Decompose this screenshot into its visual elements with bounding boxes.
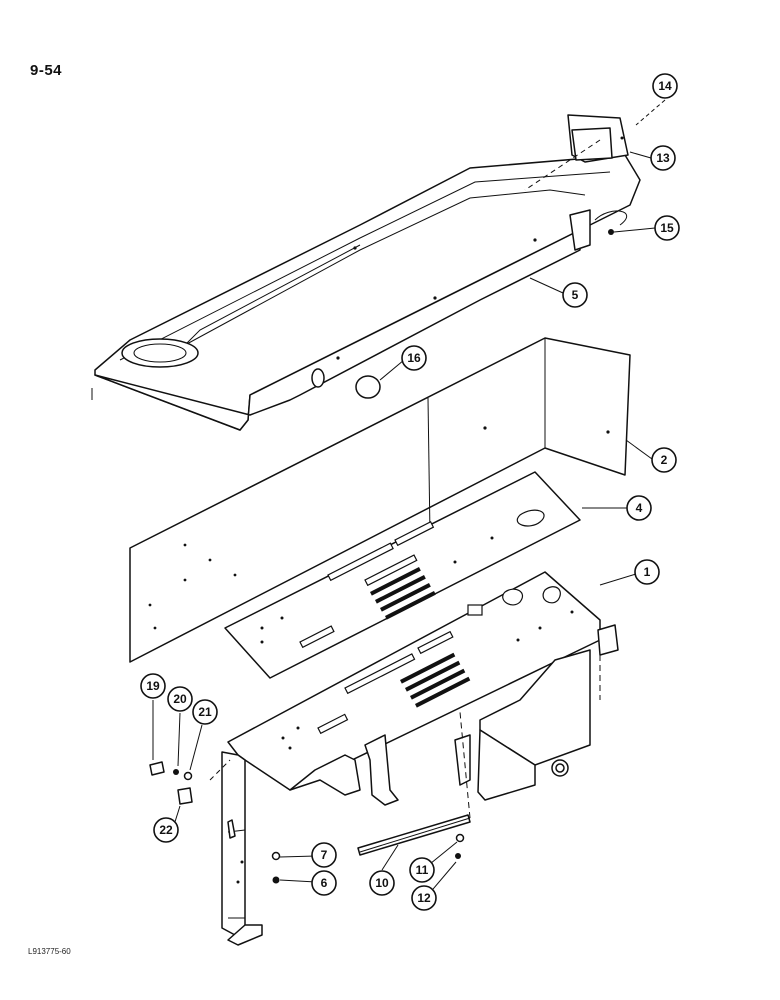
part-16-plug xyxy=(355,375,381,399)
part-1-main-panel xyxy=(221,571,619,946)
part-4-slots xyxy=(369,567,436,620)
svg-text:21: 21 xyxy=(198,705,212,719)
svg-text:19: 19 xyxy=(146,679,160,693)
svg-text:5: 5 xyxy=(572,288,579,302)
callout-7: 7 xyxy=(311,842,337,868)
callout-10: 10 xyxy=(369,870,395,896)
svg-text:15: 15 xyxy=(660,221,674,235)
svg-text:12: 12 xyxy=(417,891,431,905)
svg-text:6: 6 xyxy=(321,876,328,890)
callout-12: 12 xyxy=(411,885,437,911)
page-number: 9-54 xyxy=(30,62,63,79)
svg-text:2: 2 xyxy=(661,453,668,467)
callout-13: 13 xyxy=(650,145,676,171)
part-1-slots xyxy=(400,652,471,708)
svg-text:22: 22 xyxy=(159,823,173,837)
svg-text:16: 16 xyxy=(407,351,421,365)
svg-text:1: 1 xyxy=(644,565,651,579)
callout-5: 5 xyxy=(562,282,588,308)
svg-text:14: 14 xyxy=(658,79,672,93)
part-15-clip xyxy=(594,210,628,235)
callout-20: 20 xyxy=(167,686,193,712)
callout-21: 21 xyxy=(192,699,218,725)
svg-text:4: 4 xyxy=(636,501,643,515)
part-4-gasket-plate xyxy=(224,471,581,679)
svg-text:20: 20 xyxy=(173,692,187,706)
part-10-strip xyxy=(357,814,471,856)
hardware-items xyxy=(149,761,465,884)
callout-15: 15 xyxy=(654,215,680,241)
callout-2: 2 xyxy=(651,447,677,473)
part-5-console-cover xyxy=(91,154,641,431)
callout-16: 16 xyxy=(401,345,427,371)
svg-text:10: 10 xyxy=(375,876,389,890)
callout-22: 22 xyxy=(153,817,179,843)
callout-4: 4 xyxy=(626,495,652,521)
figure-code: L913775-60 xyxy=(28,947,71,956)
callout-11: 11 xyxy=(409,857,435,883)
callout-14: 14 xyxy=(652,73,678,99)
callout-1: 1 xyxy=(634,559,660,585)
callout-19: 19 xyxy=(140,673,166,699)
svg-text:13: 13 xyxy=(656,151,670,165)
svg-text:11: 11 xyxy=(416,863,429,877)
svg-text:7: 7 xyxy=(321,848,328,862)
callout-6: 6 xyxy=(311,870,337,896)
part-2-side-panel xyxy=(129,337,631,663)
